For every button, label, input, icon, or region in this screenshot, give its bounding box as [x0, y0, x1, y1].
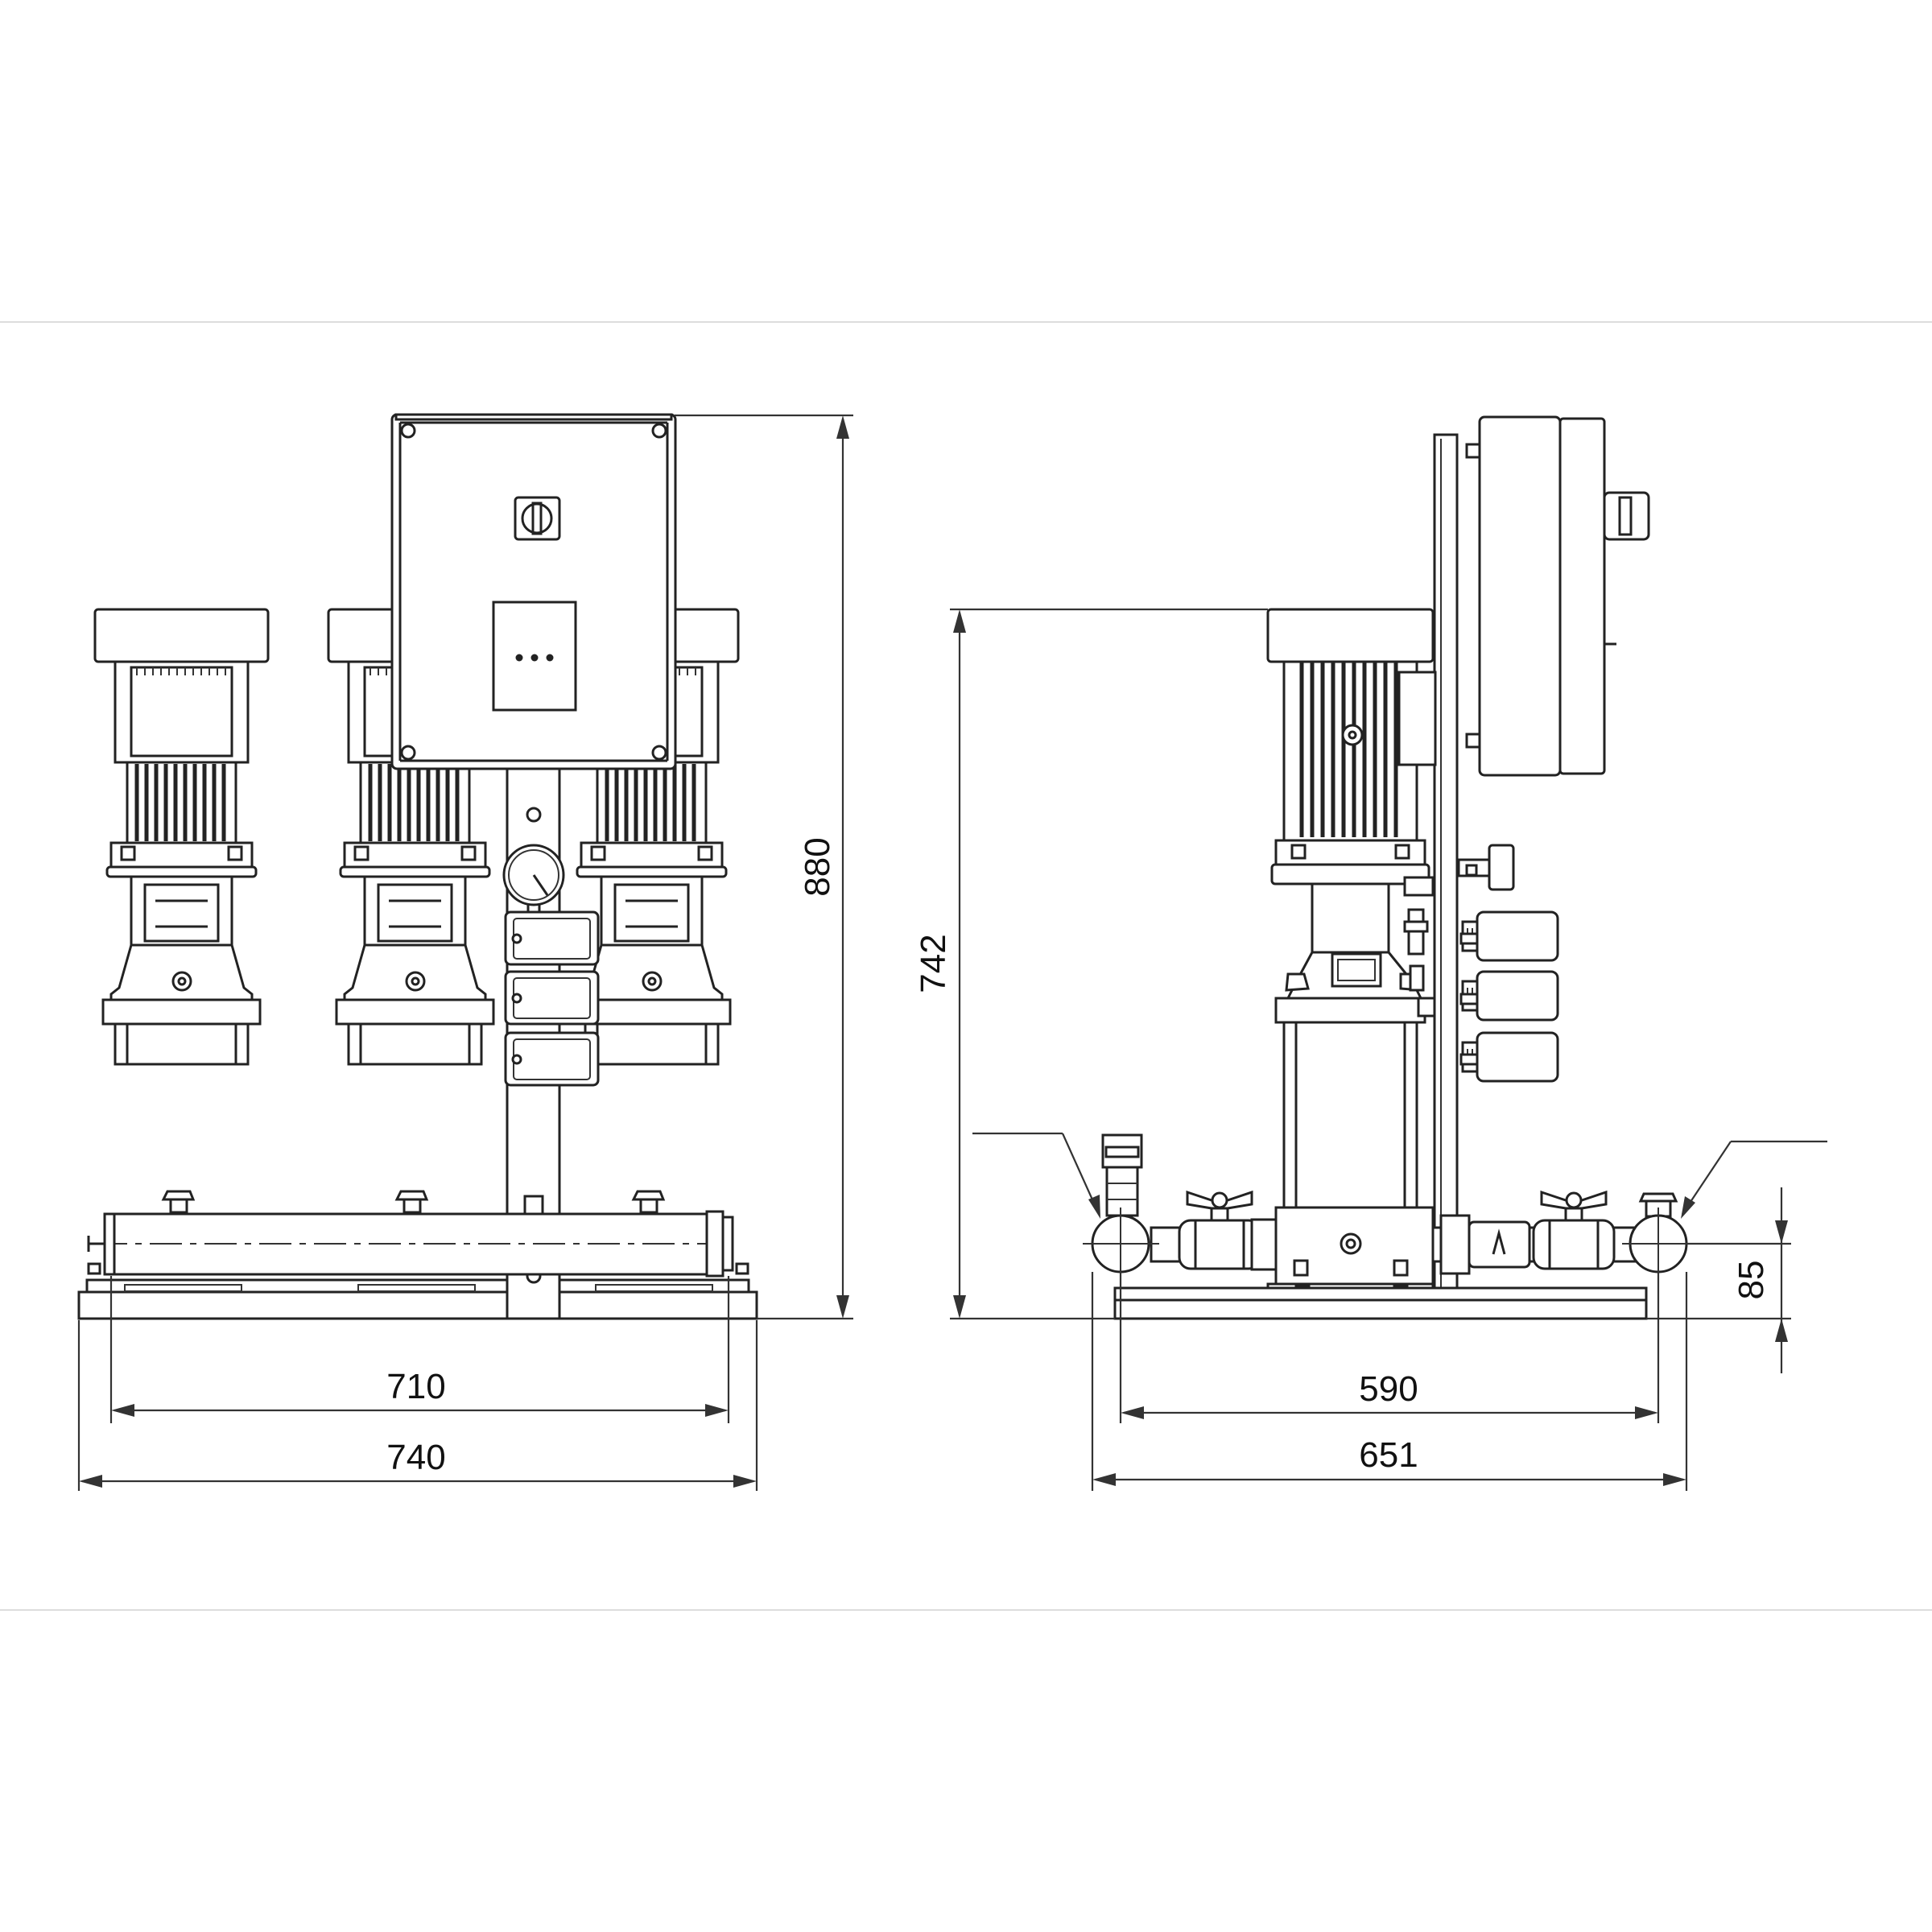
dim-inner-width: 710	[111, 1367, 729, 1417]
leader-lines	[972, 1132, 1827, 1219]
pressure-switch-2	[504, 970, 600, 1026]
dim-manifold-height: 85	[1732, 1187, 1788, 1373]
dim-outer-width: 740	[79, 1438, 757, 1488]
dim-overall-height: 880	[798, 415, 849, 1319]
control-cabinet	[390, 413, 677, 770]
dim-label-710: 710	[386, 1367, 445, 1406]
dim-label-740: 740	[386, 1438, 445, 1477]
indicator-dot-1	[515, 654, 523, 662]
pump-1	[95, 609, 268, 1064]
suction-ball-valve	[1178, 1191, 1261, 1270]
dim-pump-height: 742	[914, 609, 966, 1319]
check-valve	[1439, 1214, 1531, 1275]
discharge-header	[1622, 1192, 1695, 1280]
dim-label-651: 651	[1359, 1435, 1418, 1475]
dim-side-inner-width: 590	[1121, 1369, 1658, 1419]
indicator-dot-3	[546, 654, 554, 662]
dim-side-outer-width: 651	[1092, 1435, 1686, 1486]
side-control-cabinet	[1465, 415, 1650, 777]
pressure-switch-1	[504, 910, 600, 966]
side-pressure-gauge	[1457, 844, 1515, 891]
pump-foot-clamps	[161, 1190, 666, 1216]
dim-label-590: 590	[1359, 1369, 1418, 1409]
dim-label-85: 85	[1732, 1261, 1771, 1300]
pressure-gauge	[502, 844, 565, 914]
side-fittings	[1403, 876, 1436, 1018]
dim-label-742: 742	[914, 934, 953, 993]
dim-label-880: 880	[798, 837, 837, 896]
pressure-switch-3	[504, 1031, 600, 1087]
suction-header	[1083, 1133, 1159, 1280]
front-view: 880 710 740	[77, 413, 853, 1491]
side-pump	[1266, 608, 1437, 1320]
discharge-ball-valve	[1532, 1191, 1616, 1270]
side-view: 742 85 590 651	[914, 415, 1827, 1491]
side-base	[1113, 1286, 1648, 1320]
base-frame	[77, 1290, 758, 1320]
indicator-dot-2	[530, 654, 539, 662]
back-panel	[1433, 433, 1459, 1320]
